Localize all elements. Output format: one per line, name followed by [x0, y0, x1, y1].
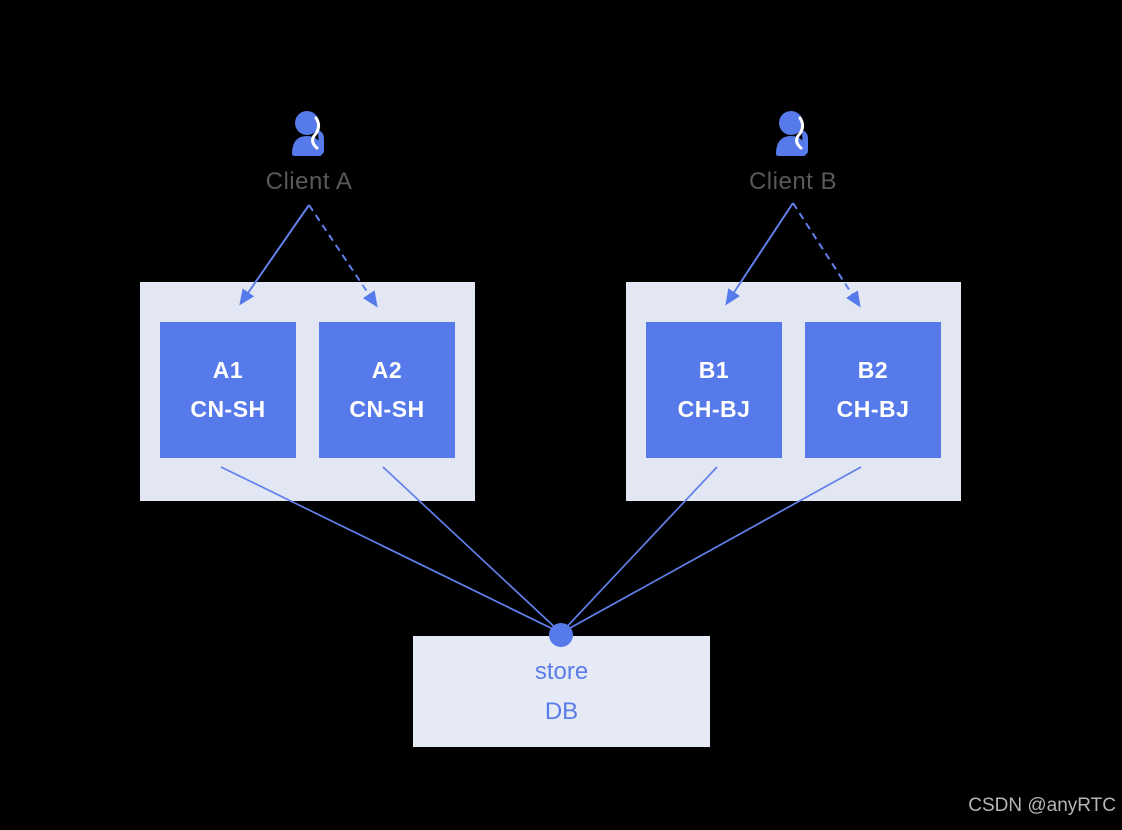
node-b1-region: CH-BJ	[677, 396, 751, 422]
node-a1-region: CN-SH	[190, 396, 266, 422]
client-b-label: Client B	[748, 168, 838, 195]
node-a2-id: A2	[371, 357, 403, 383]
person-icon	[292, 111, 324, 156]
node-a2: A2 CN-SH	[319, 322, 455, 458]
node-b1-id: B1	[698, 357, 730, 383]
client-a-label: Client A	[265, 168, 353, 195]
person-icon	[776, 111, 808, 156]
node-a1: A1 CN-SH	[160, 322, 296, 458]
store-db-box: store DB	[413, 636, 710, 747]
node-b2: B2 CH-BJ	[805, 322, 941, 458]
client-b: Client B	[708, 110, 878, 196]
node-b1: B1 CH-BJ	[646, 322, 782, 458]
db-label: DB	[544, 697, 579, 725]
node-b2-region: CH-BJ	[836, 396, 910, 422]
client-a: Client A	[224, 110, 394, 196]
node-a2-region: CN-SH	[349, 396, 425, 422]
watermark: CSDN @anyRTC	[968, 795, 1116, 816]
cluster-b: B1 CH-BJ B2 CH-BJ	[626, 282, 961, 501]
node-b2-id: B2	[857, 357, 889, 383]
store-label: store	[534, 657, 589, 685]
cluster-a: A1 CN-SH A2 CN-SH	[140, 282, 475, 501]
node-a1-id: A1	[212, 357, 244, 383]
